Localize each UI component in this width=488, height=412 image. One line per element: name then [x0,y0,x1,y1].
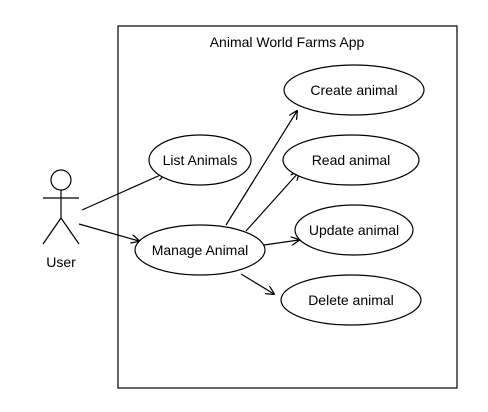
use-case-read-animal[interactable]: Read animal [282,134,420,186]
relationship-lines [78,111,299,294]
relationship-user-list-animals [81,173,165,211]
stick-figure-icon [42,169,80,245]
relationship-manage-read [245,172,299,232]
use-case-label: Read animal [312,152,391,168]
use-case-create-animal[interactable]: Create animal [283,64,425,116]
use-case-label: Create animal [310,82,397,98]
use-case-label: Manage Animal [152,242,249,258]
use-case-label: List Animals [163,152,238,168]
relationship-manage-create [225,111,297,226]
actor-user[interactable]: User [42,169,80,270]
use-case-manage-animal[interactable]: Manage Animal [134,224,266,276]
relationship-manage-update [263,240,299,245]
use-case-label: Update animal [309,222,399,238]
use-case-label: Delete animal [308,292,394,308]
relationship-user-manage-animal [78,223,139,241]
actor-label: User [46,254,76,270]
use-case-list-animals[interactable]: List Animals [148,134,252,186]
use-case-update-animal[interactable]: Update animal [294,204,414,256]
system-title: Animal World Farms App [210,34,365,50]
relationship-manage-delete [240,273,274,294]
use-case-delete-animal[interactable]: Delete animal [280,274,422,326]
